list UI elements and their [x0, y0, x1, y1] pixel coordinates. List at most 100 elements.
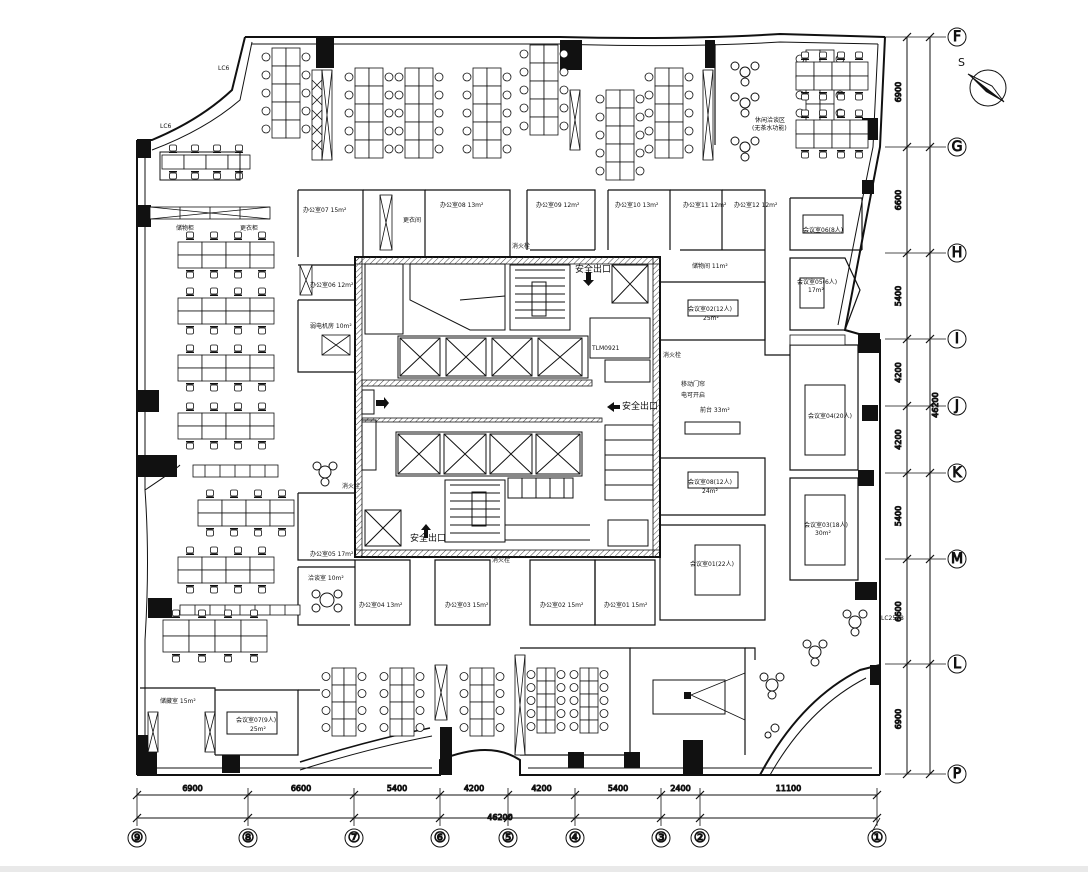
room-walls [140, 44, 863, 756]
room-label: 办公室08 13m² [440, 201, 484, 209]
room-label: 消火栓 [512, 242, 530, 250]
exit-sign: 安全出口 [622, 400, 658, 412]
room-label: 更衣间 [403, 216, 421, 224]
room-label: 移动门帘 [681, 380, 705, 388]
room-label: 洽谈室 10m² [308, 574, 344, 582]
dimension-label: 11100 [776, 784, 801, 793]
grid-bubble-col: ② [694, 830, 707, 846]
room-label: 会议室04(20人) [808, 412, 852, 420]
building-outline [136, 32, 886, 776]
grid-bubble-col: ⑤ [502, 830, 515, 846]
room-label: 消火栓 [342, 482, 360, 490]
dimension-label: 5400 [608, 784, 628, 793]
room-label: 办公室01 15m² [604, 601, 648, 609]
room-label: 办公室02 15m² [540, 601, 584, 609]
dimension-label: 6900 [894, 709, 903, 729]
room-label: 30m² [815, 530, 831, 537]
room-label: 会议室03(18人) [804, 521, 848, 529]
room-label: 消火栓 [663, 351, 681, 359]
north-arrow-icon: S [958, 56, 1007, 107]
furniture-workstations [161, 44, 869, 737]
room-label: 办公室06 12m² [310, 281, 354, 289]
dimension-label: 5400 [387, 784, 407, 793]
room-label: 电可开启 [681, 391, 705, 399]
dimension-label: 5400 [894, 506, 903, 526]
bottom-scrollbar [0, 866, 1088, 872]
room-label: 储物间 11m² [692, 262, 728, 270]
room-label: 17m² [808, 287, 824, 294]
dimension-label: 6900 [182, 784, 202, 793]
grid-bubble-col: ④ [569, 830, 582, 846]
room-label: 25m² [250, 726, 266, 733]
dimension-label: 2400 [670, 784, 690, 793]
room-label: 会议室05(6人) [797, 278, 837, 286]
core [354, 256, 661, 558]
grid-bubble-row: K [952, 465, 962, 481]
room-label: 办公室07 15m² [303, 206, 347, 214]
room-label: 办公室09 12m² [536, 201, 580, 209]
grid-axes: ⑨ 6900 ⑧ 6600 ⑦ 5400 ⑥ 4200 ⑤ 4200 ④ 5400 ③ 2400 ② 1110… [127, 27, 967, 848]
room-label: 会议室06(8人) [803, 226, 843, 234]
grid-bubble-col: ⑥ [434, 830, 447, 846]
dimension-label: 5400 [894, 286, 903, 306]
room-label: 会议室01(22人) [690, 560, 734, 568]
room-label: 会议室07(9人) [236, 716, 276, 724]
dimension-label: 6600 [894, 190, 903, 210]
dimension-label: 4200 [464, 784, 484, 793]
grid-bubble-col: ③ [655, 830, 668, 846]
grid-bubble-col: ⑨ [131, 830, 144, 846]
room-label: LC2508 [881, 615, 904, 622]
room-label: 更衣柜 [240, 224, 258, 232]
projector-marker [684, 692, 691, 699]
lounge-tables [311, 61, 868, 739]
exit-sign: 安全出口 [575, 263, 611, 275]
dimension-label: 6600 [291, 784, 311, 793]
room-label: (无茶水功能) [752, 124, 787, 132]
dimension-label: 4200 [531, 784, 551, 793]
room-label: TLM0921 [591, 345, 620, 352]
room-label: 会议室08(12人) [688, 478, 732, 486]
room-label: LC6 [218, 65, 230, 72]
projection-lines [690, 672, 746, 721]
room-label: 办公室10 13m² [615, 201, 659, 209]
grid-bubble-col: ⑦ [348, 830, 361, 846]
grid-bubble-col: ① [871, 830, 884, 846]
room-label: 会议室02(12人) [688, 305, 732, 313]
room-label: 储物柜 [176, 224, 194, 232]
room-labels: 办公室07 15m² 更衣间 办公室08 13m² 办公室09 12m² 办公室10 1… [160, 65, 904, 733]
room-label: LC6 [160, 123, 172, 130]
structural-columns [137, 38, 880, 775]
room-label: 办公室12 12m² [734, 201, 778, 209]
meeting-tables [159, 151, 846, 735]
room-label: 办公室05 17m² [310, 550, 354, 558]
dimension-label: 4200 [894, 362, 903, 382]
room-label: 24m² [702, 488, 718, 495]
total-dimension: 46200 [931, 392, 940, 417]
exit-sign: 安全出口 [410, 532, 446, 544]
grid-bubble-row: F [953, 29, 961, 45]
grid-bubble-row: J [954, 398, 959, 414]
room-label: 弱电机房 10m² [310, 322, 352, 330]
grid-bubble-row: G [952, 139, 963, 155]
room-label: 休闲洽谈区 [755, 116, 785, 124]
grid-bubble-row: L [953, 656, 961, 672]
dimension-label: 6900 [894, 82, 903, 102]
storage-cabinets [147, 69, 846, 756]
grid-bubble-col: ⑧ [242, 830, 255, 846]
svg-text:S: S [958, 56, 965, 69]
grid-bubble-row: P [953, 766, 961, 782]
room-label: 前台 33m² [700, 406, 730, 414]
room-label: 消火栓 [492, 556, 510, 564]
dimension-label: 6600 [894, 601, 903, 621]
room-label: 办公室11 12m² [683, 201, 727, 209]
room-label: 储藏室 15m² [160, 697, 196, 705]
grid-bubble-row: I [955, 331, 959, 347]
grid-bubble-row: M [951, 551, 963, 567]
total-dimension: 46200 [487, 813, 512, 822]
room-label: 办公室03 15m² [445, 601, 489, 609]
grid-bubble-row: H [952, 245, 963, 261]
room-label: 办公室04 13m² [359, 601, 403, 609]
dimension-label: 4200 [894, 429, 903, 449]
